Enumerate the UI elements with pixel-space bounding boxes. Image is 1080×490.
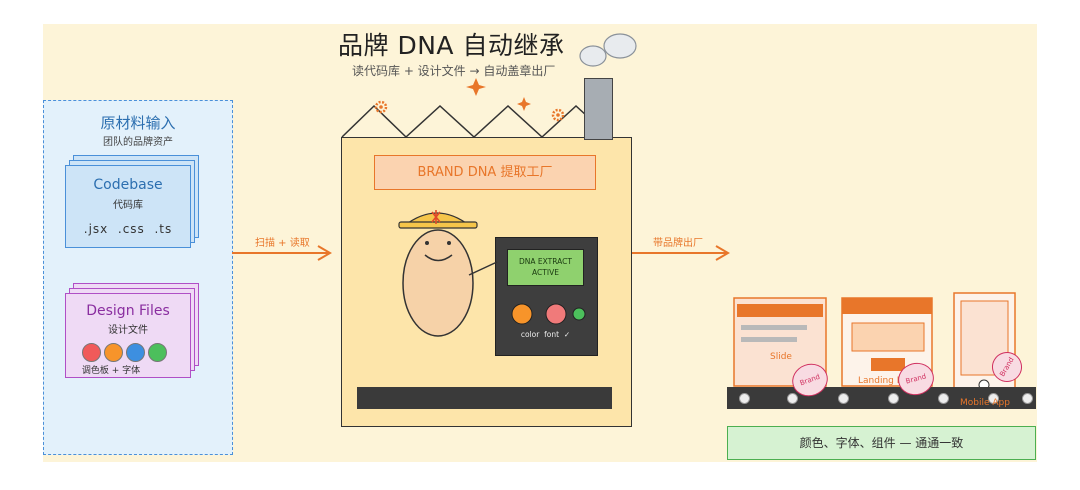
panel-buttons [497, 286, 597, 326]
factory-roof [341, 104, 611, 139]
smoke-cloud-icon [579, 33, 637, 67]
codebase-card: Codebase 代码库 .jsx .css .ts [65, 165, 191, 248]
conveyor-wheel [787, 393, 798, 404]
swatch-blue [126, 343, 145, 362]
factory-chimney [584, 78, 613, 140]
output-arrow-label: 带品牌出厂 [653, 238, 703, 249]
factory-conveyor [357, 387, 612, 409]
mobile-app-label: Mobile App [960, 398, 1010, 408]
page-title: 品牌 DNA 自动继承 [338, 31, 565, 60]
swatch-green [148, 343, 167, 362]
output-arrow [630, 245, 730, 261]
gear-icon [374, 100, 388, 114]
raw-materials-title: 原材料输入 [100, 114, 176, 132]
swatch-red [82, 343, 101, 362]
raw-materials-subtitle: 团队的品牌资产 [103, 137, 173, 148]
sparkle-icon [517, 97, 531, 111]
conveyor-wheel [988, 393, 999, 404]
codebase-title: Codebase [93, 177, 163, 193]
design-files-subtitle: 设计文件 [108, 325, 148, 336]
swatch-orange [104, 343, 123, 362]
input-arrow [232, 245, 332, 261]
codebase-subtitle: 代码库 [113, 200, 143, 211]
codebase-extensions: .jsx .css .ts [83, 222, 173, 236]
design-files-card: Design Files 设计文件 调色板 + 字体 [65, 293, 191, 378]
factory-sign: BRAND DNA 提取工厂 [374, 155, 596, 190]
sparkle-icon [466, 78, 486, 96]
input-arrow-label: 扫描 + 读取 [255, 238, 310, 249]
slide-label: Slide [770, 352, 792, 362]
conveyor-wheel [739, 393, 750, 404]
landing-page-label: Landing P [858, 376, 903, 386]
conveyor-wheel [1022, 393, 1033, 404]
control-panel-label: color font ✓ [520, 330, 571, 339]
conveyor-wheel [838, 393, 849, 404]
conveyor-wheel [938, 393, 949, 404]
panel-buttons-graphic [511, 303, 586, 325]
design-files-title: Design Files [86, 303, 170, 319]
conveyor-wheel [888, 393, 899, 404]
palette-label: 调色板 + 字体 [81, 366, 141, 376]
control-screen: DNA EXTRACT ACTIVE [507, 249, 584, 286]
output-caption: 颜色、字体、组件 — 通通一致 [727, 426, 1036, 460]
gear-icon [551, 108, 565, 122]
page-subtitle: 读代码库 + 设计文件 → 自动盖章出厂 [352, 64, 556, 78]
